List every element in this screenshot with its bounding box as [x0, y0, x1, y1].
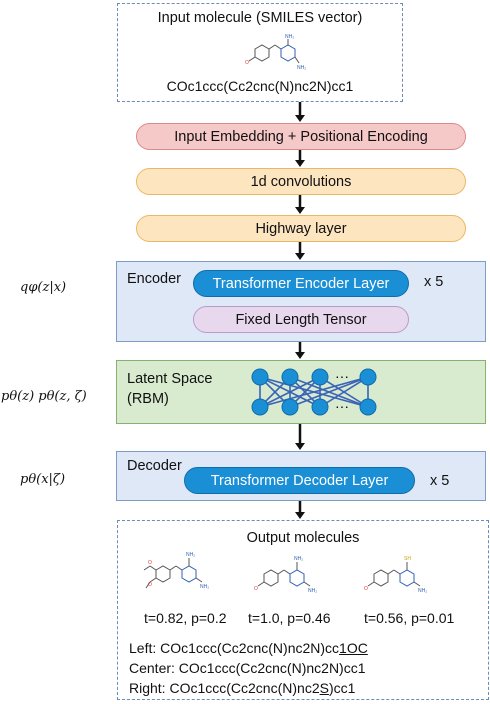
rbm-edge [259, 376, 321, 408]
rbm-ellipsis: ··· [335, 368, 349, 384]
flow-arrow-head [295, 443, 305, 450]
highway-block: Highway layer [136, 215, 466, 242]
latent-space-label: Latent Space [127, 371, 213, 387]
rbm-hidden-node [359, 398, 377, 416]
rbm-ellipsis: ··· [335, 398, 349, 414]
decoder-math-label: pθ(x|ζ) [20, 472, 66, 487]
output-title: Output molecules [246, 530, 360, 546]
svg-text:O: O [148, 560, 152, 566]
conv-block: 1d convolutions [136, 168, 466, 195]
flow-arrow-head [295, 207, 305, 214]
svg-text:NH₂: NH₂ [294, 556, 303, 562]
output-molecules-box [117, 520, 489, 700]
smiles-line-center: Center: COc1ccc(Cc2cnc(N)nc2N)cc1 [129, 660, 366, 676]
oxygen-atom-label: O [245, 60, 249, 66]
latent-math-label: pθ(z) pθ(z, ζ) [1, 389, 87, 404]
smiles-diff-right: S [319, 680, 329, 696]
rbm-edge [259, 376, 369, 408]
transformer-decoder-layer: Transformer Decoder Layer [184, 467, 415, 494]
molecule-caption-left: t=0.82, p=0.2 [144, 610, 227, 626]
molecule-caption-center: t=1.0, p=0.46 [248, 610, 331, 626]
svg-text:SH: SH [404, 556, 411, 562]
decoder-label: Decoder [127, 458, 182, 474]
rbm-visible-node [281, 368, 299, 386]
molecule-caption-right: t=0.56, p=0.01 [364, 610, 455, 626]
svg-text:O: O [364, 586, 368, 592]
nh2-label: NH₂ [285, 34, 294, 40]
svg-text:NH₂: NH₂ [418, 588, 427, 594]
flow-arrow-head [295, 352, 305, 359]
svg-text:O: O [148, 582, 152, 588]
flow-arrow-head [295, 160, 305, 167]
encoder-repeat: x 5 [424, 274, 444, 290]
rbm-hidden-node [281, 398, 299, 416]
svg-text:NH₂: NH₂ [186, 552, 195, 558]
smiles-line-right: Right: COc1ccc(Cc2cnc(N)nc2S)cc1 [129, 680, 356, 696]
rbm-edge [319, 376, 369, 408]
svg-text:O: O [254, 586, 258, 592]
output-molecule-center: O NH₂ NH₂ [254, 556, 317, 594]
input-molecule-box [117, 3, 403, 102]
encoder-math-label: qφ(z|x) [20, 280, 67, 295]
embedding-block: Input Embedding + Positional Encoding [136, 123, 466, 150]
transformer-encoder-layer: Transformer Encoder Layer [193, 270, 409, 297]
smiles-diff-left: 1OC [339, 640, 368, 656]
rbm-hidden-node [251, 398, 269, 416]
decoder-repeat: x 5 [430, 473, 450, 489]
smiles-line-left: Left: COc1ccc(Cc2cnc(N)nc2N)cc1OC [129, 640, 368, 656]
input-molecule-structure: O NH₂ NH₂ [245, 34, 306, 71]
output-molecule-right: O SH NH₂ [364, 556, 427, 594]
flow-arrow-head [295, 512, 305, 519]
rbm-visible-node [359, 368, 377, 386]
rbm-visible-node [251, 368, 269, 386]
rbm-network: ··· ··· [251, 368, 377, 416]
rbm-visible-node [311, 368, 329, 386]
rbm-hidden-node [311, 398, 329, 416]
input-smiles: COc1ccc(Cc2cnc(N)nc2N)cc1 [166, 78, 354, 94]
flow-arrow-head [295, 253, 305, 260]
flow-arrow-head [295, 115, 305, 122]
input-molecule-title: Input molecule (SMILES vector) [157, 10, 363, 26]
output-molecule-left: O O NH₂ NH₂ [143, 552, 209, 590]
latent-space-panel [116, 360, 486, 424]
fixed-length-tensor: Fixed Length Tensor [193, 306, 409, 333]
encoder-label: Encoder [127, 271, 182, 287]
svg-text:NH₂: NH₂ [308, 588, 317, 594]
svg-text:NH₂: NH₂ [200, 584, 209, 590]
latent-space-sublabel: (RBM) [127, 391, 169, 407]
nh2-label: NH₂ [297, 65, 306, 71]
rbm-edge [289, 376, 369, 408]
